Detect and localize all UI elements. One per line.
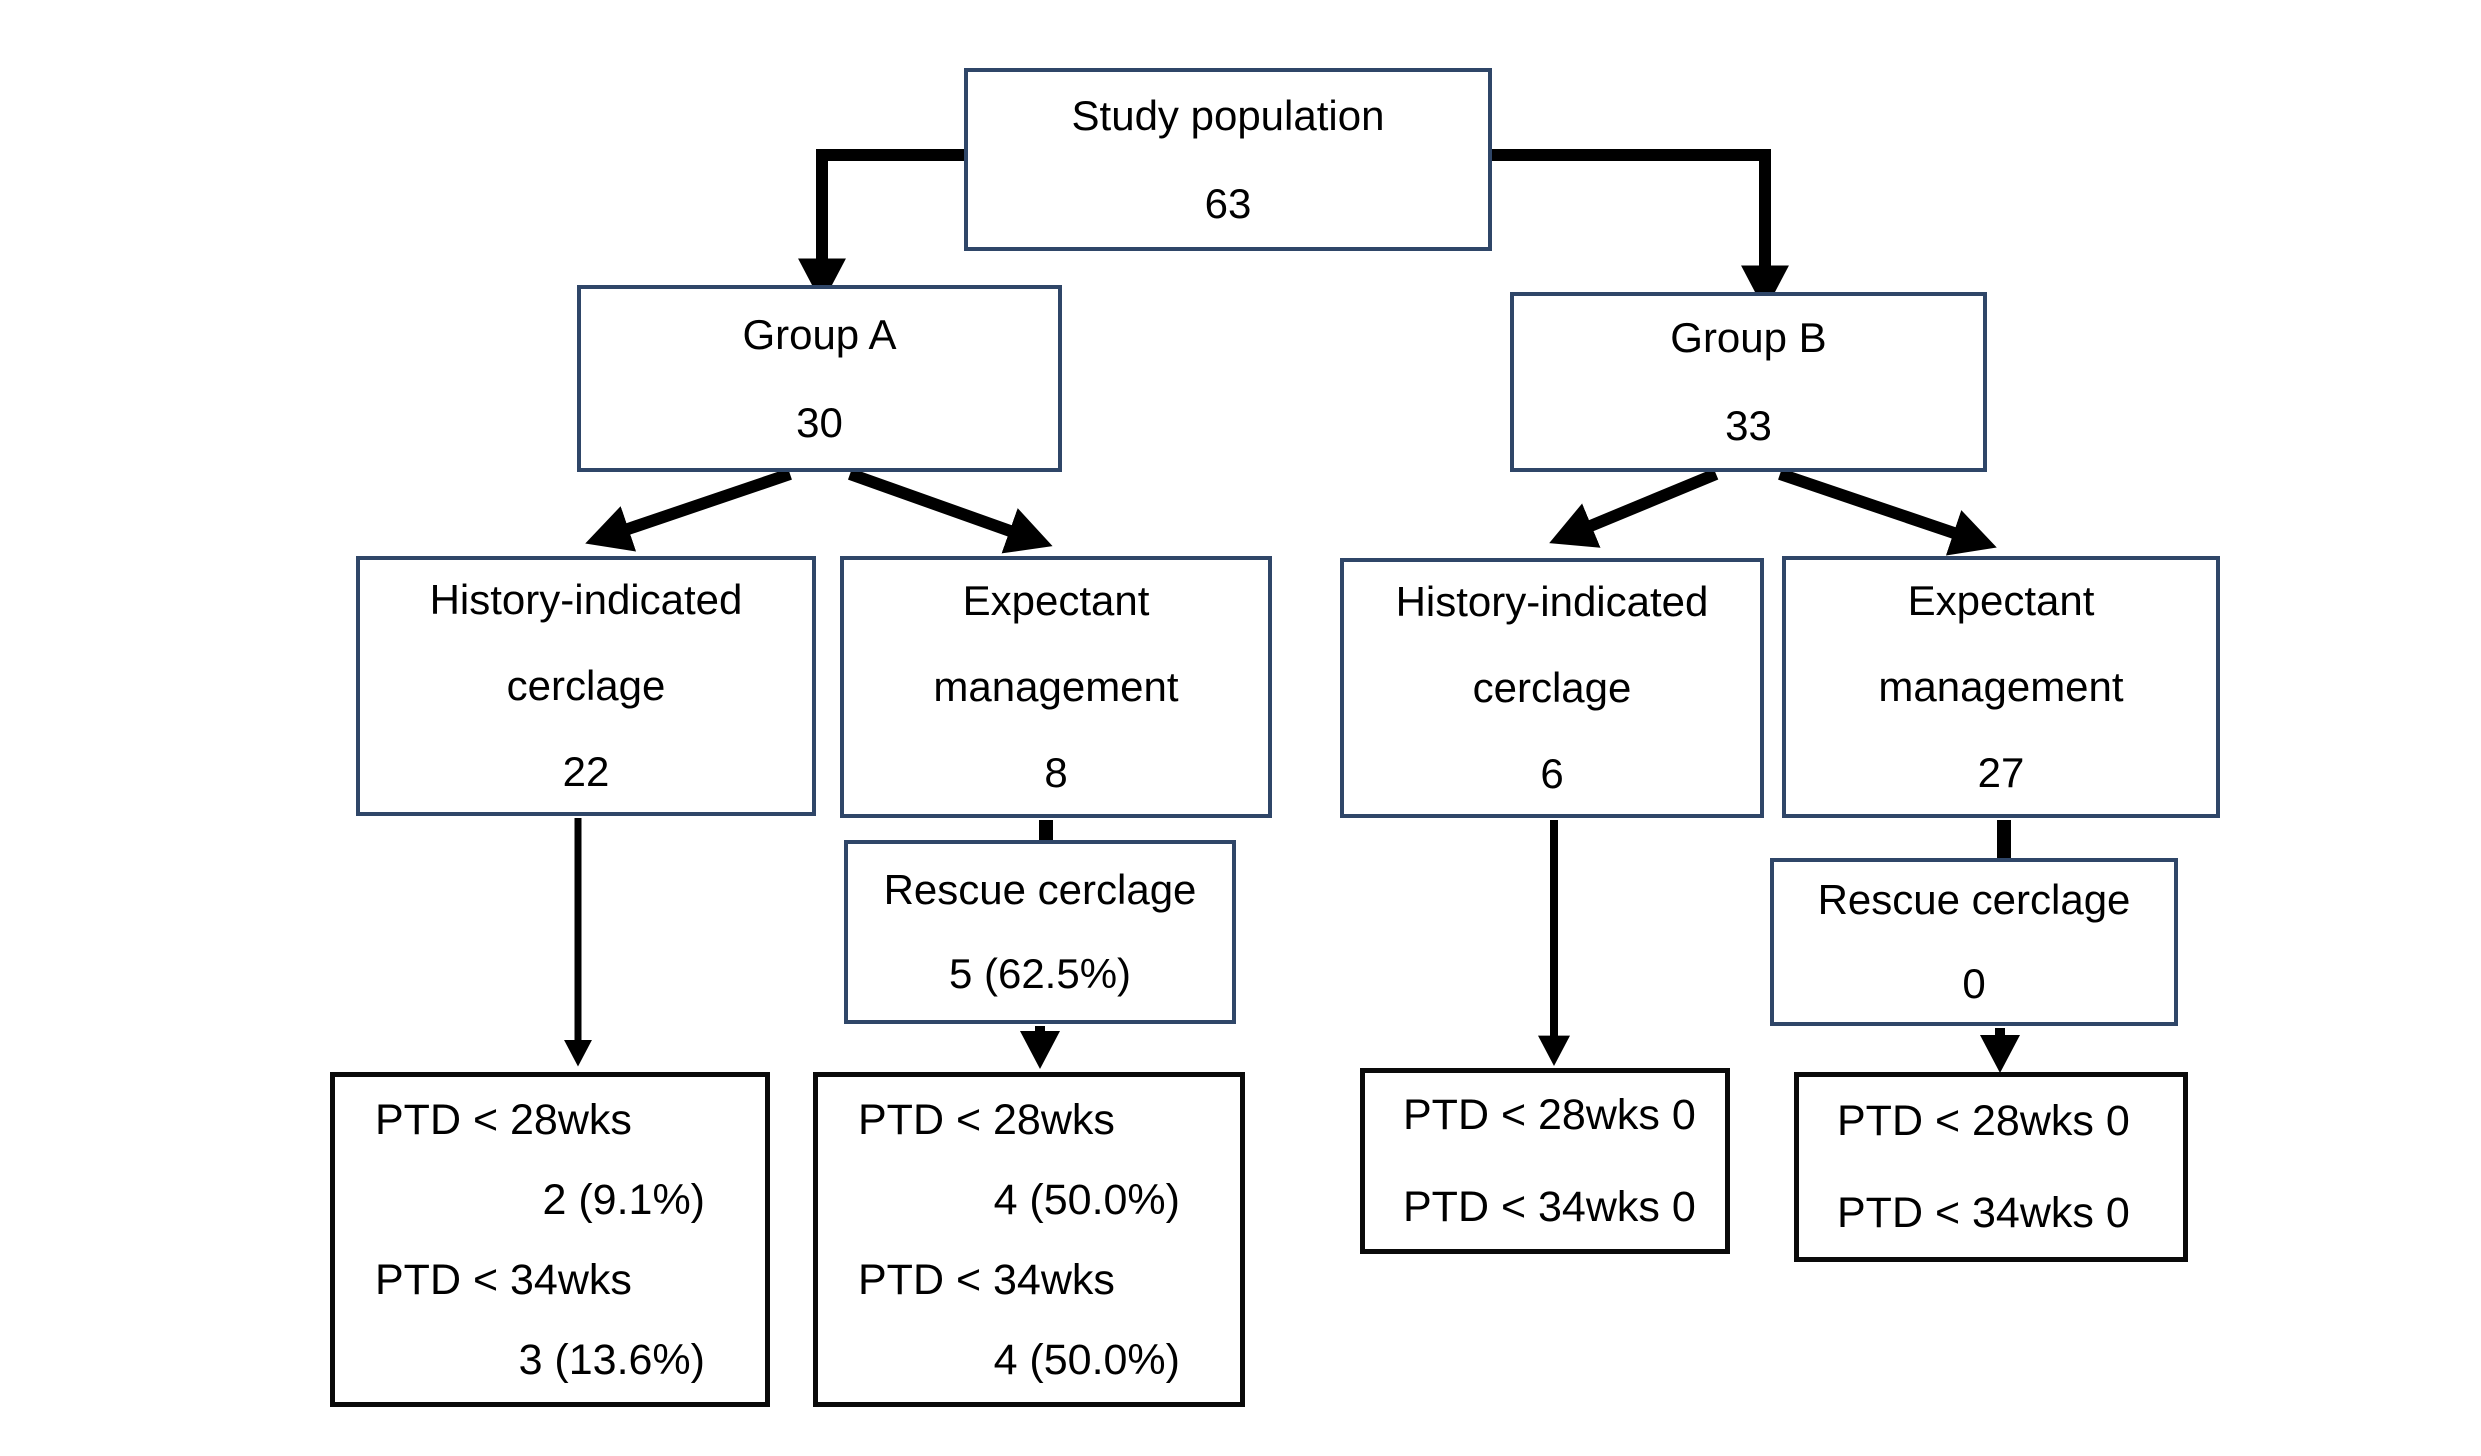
expectant-a-label-line1: Expectant [962, 577, 1150, 624]
group-a-label: Group A [742, 310, 897, 358]
outcomes-history-a-line4: 3 (13.6%) [518, 1335, 705, 1384]
group-b-value: 33 [1725, 402, 1772, 449]
node-expectant-management-b: Expectant management 27 [1782, 556, 2220, 818]
outcomes-rescue-a-line1: PTD < 28wks [858, 1095, 1115, 1144]
expectant-b-value: 27 [1977, 749, 2025, 796]
outcomes-history-a-line3: PTD < 34wks [375, 1255, 632, 1304]
node-study-population: Study population 63 [964, 68, 1492, 251]
node-expectant-management-a: Expectant management 8 [840, 556, 1272, 818]
study-population-label: Study population [1071, 91, 1385, 139]
node-outcomes-history-a: PTD < 28wks 2 (9.1%) PTD < 34wks 3 (13.6… [330, 1072, 770, 1407]
history-cerclage-b-label-line2: cerclage [1472, 664, 1632, 711]
outcomes-rescue-b-line2: PTD < 34wks 0 [1837, 1189, 2130, 1237]
node-outcomes-history-b: PTD < 28wks 0 PTD < 34wks 0 [1360, 1068, 1730, 1254]
expectant-a-label-line2: management [933, 663, 1179, 710]
connector-study-to-group-b [1490, 149, 1789, 311]
history-cerclage-b-label-line1: History-indicated [1395, 578, 1709, 625]
outcomes-rescue-b-line1: PTD < 28wks 0 [1837, 1097, 2130, 1145]
rescue-b-label: Rescue cerclage [1817, 876, 2131, 923]
expectant-a-value: 8 [1044, 749, 1068, 796]
node-group-b: Group B 33 [1510, 292, 1987, 472]
node-rescue-cerclage-b: Rescue cerclage 0 [1770, 858, 2178, 1026]
group-b-label: Group B [1670, 314, 1827, 361]
node-rescue-cerclage-a: Rescue cerclage 5 (62.5%) [844, 840, 1236, 1024]
history-cerclage-b-value: 6 [1540, 750, 1564, 797]
connector-group-b-to-history-cerclage-b [1549, 468, 1719, 548]
connector-group-a-to-history-cerclage-a [585, 468, 792, 552]
expectant-b-label-line1: Expectant [1907, 577, 2095, 624]
outcomes-rescue-a-line2: 4 (50.0%) [993, 1175, 1180, 1224]
connector-study-to-group-a [798, 149, 966, 304]
outcomes-history-b-line2: PTD < 34wks 0 [1403, 1183, 1696, 1231]
rescue-a-value: 5 (62.5%) [948, 950, 1132, 997]
outcomes-history-b-line1: PTD < 28wks 0 [1403, 1091, 1696, 1139]
outcomes-rescue-a-line4: 4 (50.0%) [993, 1335, 1180, 1384]
outcomes-history-a-line2: 2 (9.1%) [542, 1175, 705, 1224]
outcomes-rescue-a-line3: PTD < 34wks [858, 1255, 1115, 1304]
history-cerclage-a-label-line2: cerclage [506, 662, 666, 709]
connector-group-a-to-expectant-a [847, 468, 1053, 554]
rescue-a-label: Rescue cerclage [883, 866, 1197, 913]
study-population-value: 63 [1204, 179, 1252, 227]
connector-group-b-to-expectant-b [1778, 468, 1997, 556]
node-history-cerclage-a: History-indicated cerclage 22 [356, 556, 816, 816]
node-group-a: Group A 30 [577, 285, 1062, 472]
history-cerclage-a-value: 22 [562, 748, 610, 795]
group-a-value: 30 [796, 398, 843, 446]
outcomes-history-a-line1: PTD < 28wks [375, 1095, 632, 1144]
expectant-b-label-line2: management [1878, 663, 2124, 710]
history-cerclage-a-label-line1: History-indicated [429, 576, 743, 623]
node-outcomes-rescue-b: PTD < 28wks 0 PTD < 34wks 0 [1794, 1072, 2188, 1262]
node-outcomes-rescue-a: PTD < 28wks 4 (50.0%) PTD < 34wks 4 (50.… [813, 1072, 1245, 1407]
node-history-cerclage-b: History-indicated cerclage 6 [1340, 558, 1764, 818]
rescue-b-value: 0 [1962, 960, 1986, 1007]
